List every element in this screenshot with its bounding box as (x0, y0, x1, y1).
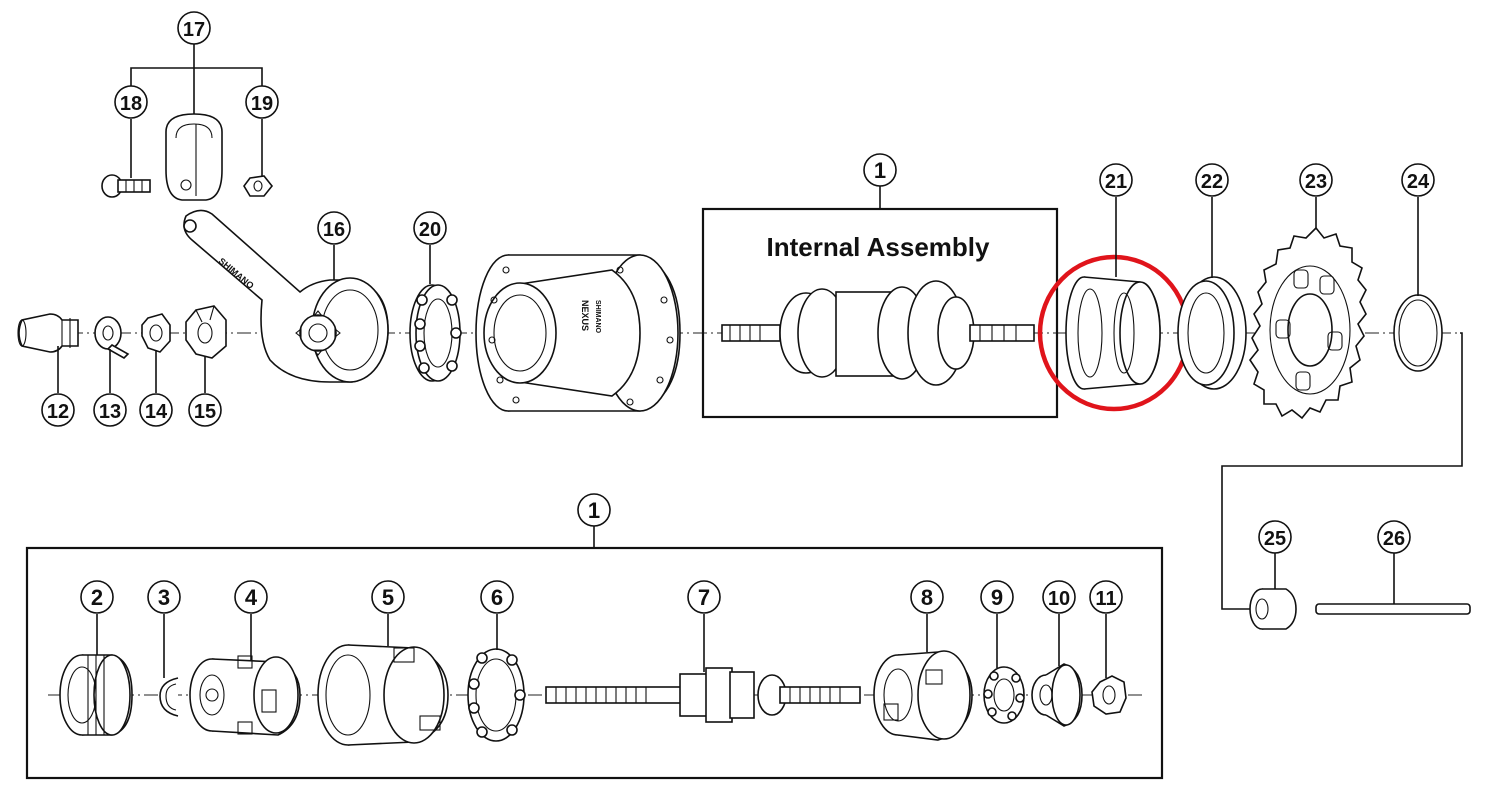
svg-text:25: 25 (1264, 528, 1286, 550)
part-hub-shell: NEXUS SHIMANO (475, 254, 681, 412)
part-cable-clamp (165, 113, 223, 201)
part-axle-nut (1249, 588, 1297, 630)
part-clamp-bolt (101, 174, 151, 198)
svg-text:15: 15 (194, 401, 216, 423)
callout-25: 25 (1258, 520, 1292, 554)
axis-lines (45, 332, 1463, 696)
part-cassette-joint-arm: SHIMANO (183, 209, 389, 383)
part-tab-washer (94, 316, 130, 359)
callout-24: 24 (1401, 163, 1435, 197)
leader-lines (57, 44, 1419, 678)
svg-text:5: 5 (382, 585, 394, 610)
svg-text:7: 7 (698, 585, 710, 610)
callout-8: 8 (910, 580, 944, 614)
part-right-dust-cap (1065, 276, 1161, 390)
svg-text:19: 19 (251, 93, 273, 115)
svg-text:13: 13 (99, 401, 121, 423)
hub-brand-text: NEXUS (580, 300, 590, 331)
callout-15: 15 (188, 393, 222, 427)
callout-2: 2 (80, 580, 114, 614)
callout-5: 5 (371, 580, 405, 614)
callout-20: 20 (413, 211, 447, 245)
callout-21: 21 (1099, 163, 1133, 197)
svg-text:18: 18 (120, 93, 142, 115)
part-small-retainer (983, 666, 1025, 724)
part-ring-gear (317, 644, 449, 746)
part-hex-nut (185, 305, 227, 359)
callout-22: 22 (1195, 163, 1229, 197)
part-lock-nut (1091, 675, 1127, 715)
svg-text:2: 2 (91, 585, 103, 610)
callout-11: 11 (1089, 580, 1123, 614)
part-snap-ring (1393, 294, 1443, 372)
part-cap-nut (17, 313, 79, 353)
part-axle-rod (1315, 603, 1471, 615)
callout-7: 7 (687, 580, 721, 614)
svg-text:1: 1 (588, 498, 600, 523)
svg-text:6: 6 (491, 585, 503, 610)
svg-text:16: 16 (323, 219, 345, 241)
internal-assembly-label: Internal Assembly (766, 232, 990, 262)
part-ball-retainer-top (409, 284, 462, 382)
part-spacer-ring (1177, 276, 1247, 390)
svg-text:20: 20 (419, 219, 441, 241)
svg-text:17: 17 (183, 19, 205, 41)
part-gear-ring (59, 654, 133, 736)
part-internal-assembly-mini (721, 280, 1035, 386)
callout-1-top: 1 (863, 153, 897, 187)
svg-text:26: 26 (1383, 528, 1405, 550)
part-nut-small (141, 313, 171, 353)
callout-12: 12 (41, 393, 75, 427)
callout-3: 3 (147, 580, 181, 614)
callout-4: 4 (234, 580, 268, 614)
svg-text:12: 12 (47, 401, 69, 423)
callout-26: 26 (1377, 520, 1411, 554)
svg-text:9: 9 (991, 585, 1003, 610)
hub-sub-text: SHIMANO (594, 300, 601, 334)
svg-text:24: 24 (1407, 171, 1430, 193)
part-driver (873, 650, 973, 741)
svg-text:4: 4 (245, 585, 258, 610)
part-planet-gear-unit (189, 655, 301, 736)
callout-13: 13 (93, 393, 127, 427)
svg-text:10: 10 (1048, 588, 1070, 610)
callout-1-bottom: 1 (577, 493, 611, 527)
part-sprocket (1249, 226, 1367, 420)
callout-19: 19 (245, 85, 279, 119)
callout-6: 6 (480, 580, 514, 614)
svg-text:22: 22 (1201, 171, 1223, 193)
callout-9: 9 (980, 580, 1014, 614)
svg-text:11: 11 (1095, 588, 1116, 610)
arm-gear-icon (295, 310, 341, 356)
part-ball-retainer-bottom (467, 648, 526, 742)
svg-text:14: 14 (145, 401, 168, 423)
callout-18: 18 (114, 85, 148, 119)
callout-17: 17 (177, 11, 211, 45)
callout-14: 14 (139, 393, 173, 427)
callout-16: 16 (317, 211, 351, 245)
part-hub-axle (545, 667, 861, 723)
svg-text:21: 21 (1105, 171, 1127, 193)
part-clamp-nut (243, 175, 274, 197)
svg-text:8: 8 (921, 585, 933, 610)
callout-23: 23 (1299, 163, 1333, 197)
part-cone (1031, 663, 1083, 727)
svg-text:3: 3 (158, 585, 170, 610)
callout-10: 10 (1042, 580, 1076, 614)
svg-text:1: 1 (874, 158, 886, 183)
svg-text:23: 23 (1305, 171, 1327, 193)
part-snap-clip (159, 677, 179, 717)
